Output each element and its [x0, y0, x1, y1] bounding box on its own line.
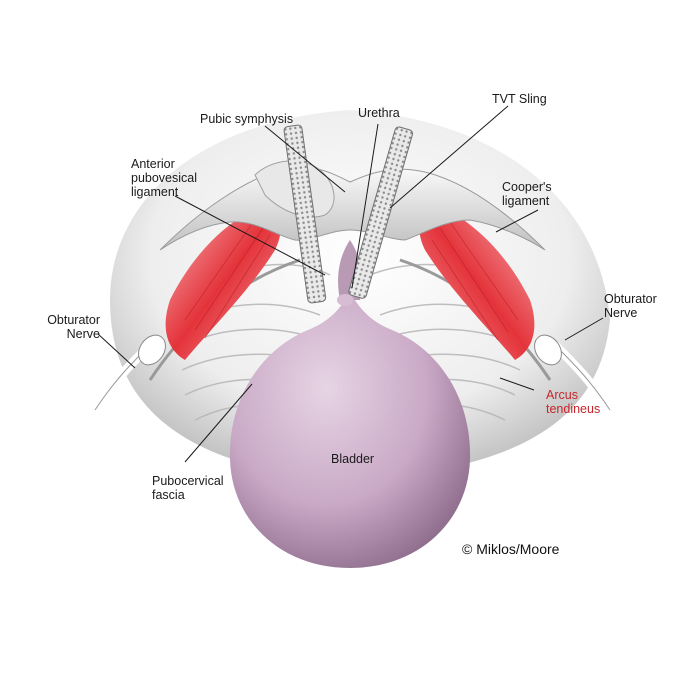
label-coopers-ligament: Cooper's ligament	[502, 180, 552, 208]
label-pubic-symphysis: Pubic symphysis	[200, 112, 294, 126]
label-obturator-nerve-right: Obturator Nerve	[604, 292, 657, 320]
bladder-shape	[229, 292, 471, 568]
label-obturator-nerve-left: Obturator Nerve	[47, 313, 100, 341]
label-anterior-pubovesical-ligament: Anterior pubovesical ligament	[131, 157, 198, 199]
label-urethra: Urethra	[358, 106, 400, 120]
obturator-muscle-left	[165, 205, 281, 360]
label-arcus-tendineus: Arcus tendineus	[546, 388, 601, 416]
leader-lines	[97, 105, 604, 463]
label-bladder: Bladder	[331, 452, 375, 466]
tvt-sling-right	[348, 126, 414, 299]
label-tvt-sling: TVT Sling	[492, 92, 547, 106]
label-pubocervical-fascia: Pubocervical fascia	[152, 474, 224, 502]
copyright-notice: © Miklos/Moore	[462, 541, 560, 557]
tvt-sling-left	[283, 124, 327, 304]
obturator-muscle-right	[419, 205, 535, 360]
